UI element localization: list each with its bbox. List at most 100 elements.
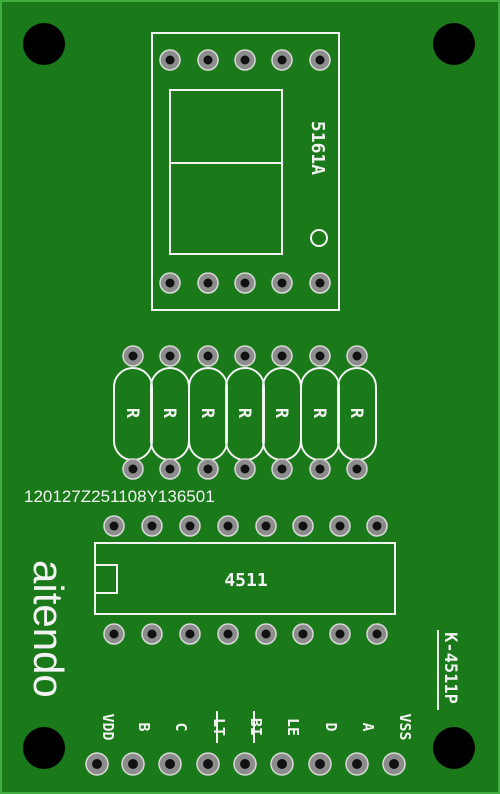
- ic-pad-bottom-8: [366, 623, 388, 645]
- display-pad-bottom-5-hole: [315, 278, 325, 288]
- resistor-pad-top: [234, 345, 256, 367]
- resistor-pad-bottom: [271, 458, 293, 480]
- header-pad-7: [308, 752, 332, 776]
- pin-label-2: B: [135, 722, 153, 731]
- ic-pad-bottom-4: [217, 623, 239, 645]
- header-pad-4: [196, 752, 220, 776]
- ic-pad-top-8-hole: [372, 521, 382, 531]
- brand-logo: aitendo: [25, 560, 72, 698]
- resistor-7: R: [337, 345, 377, 480]
- resistor-pad-top-hole: [315, 351, 325, 361]
- display-pad-bottom-2: [197, 272, 219, 294]
- ic-pad-top-7-hole: [335, 521, 345, 531]
- resistor-label: R: [346, 408, 366, 419]
- resistor-pad-top: [197, 345, 219, 367]
- pin-label-3: C: [172, 722, 190, 731]
- display-pad-bottom-2-hole: [203, 278, 213, 288]
- resistor-pad-top: [271, 345, 293, 367]
- ic-pad-bottom-5: [255, 623, 277, 645]
- display-pad-top-2: [197, 49, 219, 71]
- pin-label-7: D: [322, 722, 340, 731]
- display-pad-top-3-hole: [240, 55, 250, 65]
- ic-pad-top-2-hole: [147, 521, 157, 531]
- resistor-pad-bottom: [159, 458, 181, 480]
- display-pad-top-1-hole: [165, 55, 175, 65]
- header-pad-8-hole: [352, 759, 362, 769]
- board-label: K-4511P: [437, 630, 460, 710]
- header-pad-5: [233, 752, 257, 776]
- header-pad-4-hole: [203, 759, 213, 769]
- ic-pad-top-3: [179, 515, 201, 537]
- header-pad-2-hole: [128, 759, 138, 769]
- ic-pad-bottom-7: [329, 623, 351, 645]
- ic-pads: [103, 515, 388, 645]
- ic-pad-bottom-6-hole: [298, 629, 308, 639]
- resistor-pad-bottom-hole: [352, 464, 362, 474]
- resistor-pad-top-hole: [128, 351, 138, 361]
- resistor-6: R: [300, 345, 340, 480]
- pin-label-8: A: [359, 722, 377, 731]
- ic-pad-bottom-7-hole: [335, 629, 345, 639]
- header-pads: [85, 752, 406, 776]
- display-pad-top-1: [159, 49, 181, 71]
- display-outline: [151, 32, 340, 311]
- display-part-label: 5161A: [307, 121, 328, 175]
- resistor-pad-bottom: [122, 458, 144, 480]
- serial-number: 120127Z251108Y136501: [24, 487, 215, 506]
- resistor-pad-bottom-hole: [315, 464, 325, 474]
- display-pads: [159, 49, 331, 294]
- ic-pad-bottom-3-hole: [185, 629, 195, 639]
- header-pad-3-hole: [165, 759, 175, 769]
- display-pad-bottom-5: [309, 272, 331, 294]
- pin-label-5: BI: [247, 718, 265, 736]
- mounting-hole-top-left: [23, 23, 65, 65]
- ic-label: 4511: [224, 570, 267, 591]
- ic-pad-top-1: [103, 515, 125, 537]
- ic-pad-top-4: [217, 515, 239, 537]
- ic-pin1-notch: [94, 564, 118, 594]
- header-pad-2: [121, 752, 145, 776]
- pin-label-6: LE: [284, 718, 302, 736]
- display-pad-top-5-hole: [315, 55, 325, 65]
- header-pad-6-hole: [277, 759, 287, 769]
- resistor-label: R: [309, 408, 329, 419]
- resistor-pad-top-hole: [240, 351, 250, 361]
- pin-label-1: VDD: [99, 713, 117, 740]
- resistor-label: R: [122, 408, 142, 419]
- header-pad-9-hole: [389, 759, 399, 769]
- resistor-pad-top-hole: [165, 351, 175, 361]
- ic-pad-bottom-8-hole: [372, 629, 382, 639]
- resistor-pad-top-hole: [352, 351, 362, 361]
- ic-pad-bottom-1: [103, 623, 125, 645]
- resistor-label: R: [159, 408, 179, 419]
- ic-pad-bottom-3: [179, 623, 201, 645]
- ic-pad-top-7: [329, 515, 351, 537]
- pin-label-9: VSS: [396, 713, 414, 740]
- ic-pad-bottom-4-hole: [223, 629, 233, 639]
- header-pad-7-hole: [315, 759, 325, 769]
- resistor-label: R: [234, 408, 254, 419]
- display-pad-bottom-3-hole: [240, 278, 250, 288]
- header-pad-5-hole: [240, 759, 250, 769]
- ic-pad-top-5: [255, 515, 277, 537]
- display-pad-bottom-3: [234, 272, 256, 294]
- ic-pad-top-6: [292, 515, 314, 537]
- ic-pad-top-3-hole: [185, 521, 195, 531]
- resistor-label: R: [271, 408, 291, 419]
- resistor-pad-top: [346, 345, 368, 367]
- resistor-pad-bottom-hole: [128, 464, 138, 474]
- ic-pad-top-1-hole: [109, 521, 119, 531]
- resistor-pad-top: [309, 345, 331, 367]
- display-dp-marker: [310, 229, 328, 247]
- ic-pad-bottom-5-hole: [261, 629, 271, 639]
- resistor-pad-bottom-hole: [203, 464, 213, 474]
- ic-pad-top-2: [141, 515, 163, 537]
- seven-segment-display-footprint: 5161A: [151, 32, 340, 311]
- mounting-hole-bottom-left: [23, 727, 65, 769]
- ic-pad-bottom-6: [292, 623, 314, 645]
- resistor-pad-bottom-hole: [277, 464, 287, 474]
